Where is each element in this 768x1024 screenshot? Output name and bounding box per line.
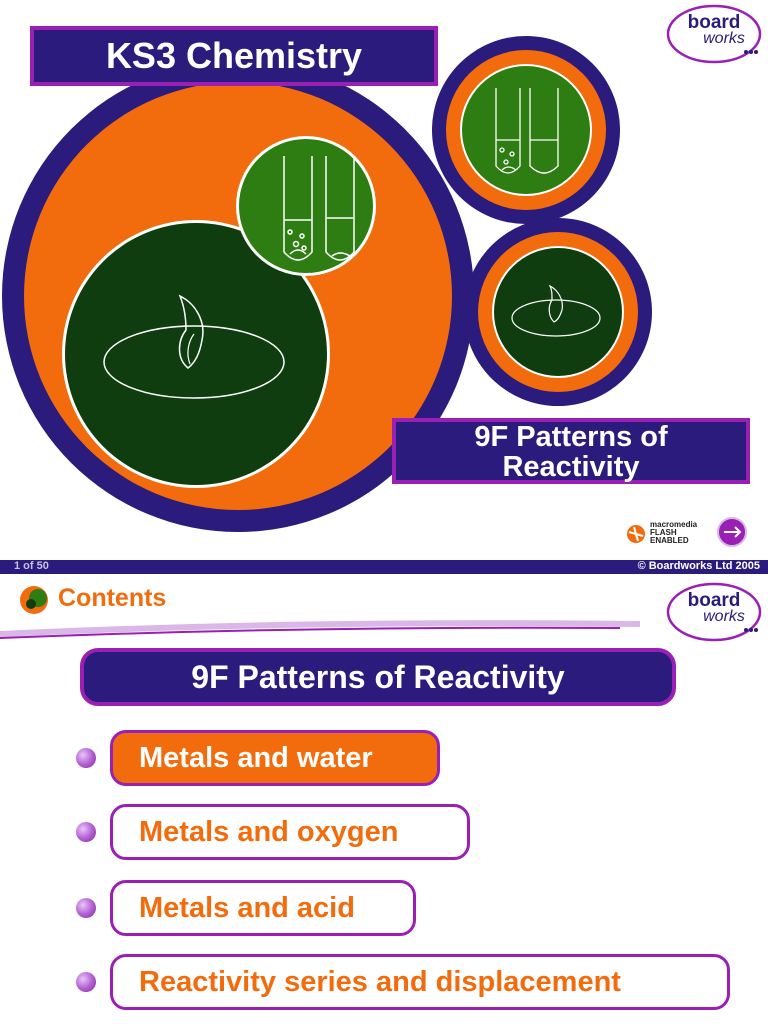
flash-line2: FLASH <box>650 528 677 537</box>
contents-slide: 1 of 50 © Boardworks Ltd 2005 Contents b… <box>0 560 768 1024</box>
logo-word-board-2: board <box>687 590 741 611</box>
slide-subtitle: 9F Patterns of Reactivity <box>392 418 750 484</box>
boardworks-logo-oval <box>666 4 762 64</box>
flash-enabled-badge: macromedia FLASH ENABLED <box>650 521 697 545</box>
section-title: 9F Patterns of Reactivity <box>80 648 676 706</box>
logo-word-board: board <box>687 12 741 33</box>
page-counter: 1 of 50 <box>14 560 49 572</box>
slide-subtitle-line1: 9F Patterns of <box>474 421 668 453</box>
bullet-icon <box>76 748 96 768</box>
menu-item-metals-acid[interactable]: Metals and acid <box>110 880 416 936</box>
burner-ellipse <box>103 325 285 399</box>
copyright-text: © Boardworks Ltd 2005 <box>637 560 760 572</box>
flash-line1: macromedia <box>650 520 698 529</box>
boardworks-logo-2: board works <box>668 586 760 638</box>
boardworks-logo-oval-2 <box>666 582 762 642</box>
title-slide: KS3 Chemistry 9F Patterns of Reactivity … <box>2 4 762 547</box>
burner-ellipse-small <box>511 299 601 337</box>
tubes-circle <box>239 139 373 273</box>
menu-item-metals-water[interactable]: Metals and water <box>110 730 440 786</box>
slide-footer-bar: 1 of 50 © Boardworks Ltd 2005 <box>0 560 768 574</box>
slide-title: KS3 Chemistry <box>30 26 438 86</box>
test-tubes-icon <box>283 156 355 261</box>
bullet-icon <box>76 972 96 992</box>
logo-word-works: works <box>703 30 745 47</box>
flame-icon <box>178 294 204 369</box>
contents-title: Contents <box>58 584 167 612</box>
contents-decor <box>0 582 762 642</box>
burner-circle <box>65 223 327 485</box>
flash-line3: ENABLED <box>650 536 689 545</box>
menu-item-reactivity-series[interactable]: Reactivity series and displacement <box>110 954 730 1010</box>
slide-illustration <box>2 4 762 547</box>
menu-item-metals-oxygen[interactable]: Metals and oxygen <box>110 804 470 860</box>
small-circle-bottom-green <box>494 248 622 376</box>
test-tubes-icon-small <box>495 88 559 174</box>
flash-enabled-icon <box>627 525 645 543</box>
slide-subtitle-line2: Reactivity <box>502 451 640 483</box>
boardworks-logo: board works <box>668 8 760 60</box>
bullet-icon <box>76 822 96 842</box>
logo-word-works-2: works <box>703 608 745 625</box>
flame-icon-small <box>548 284 563 323</box>
bullet-icon <box>76 898 96 918</box>
small-circle-top-green <box>462 66 590 194</box>
